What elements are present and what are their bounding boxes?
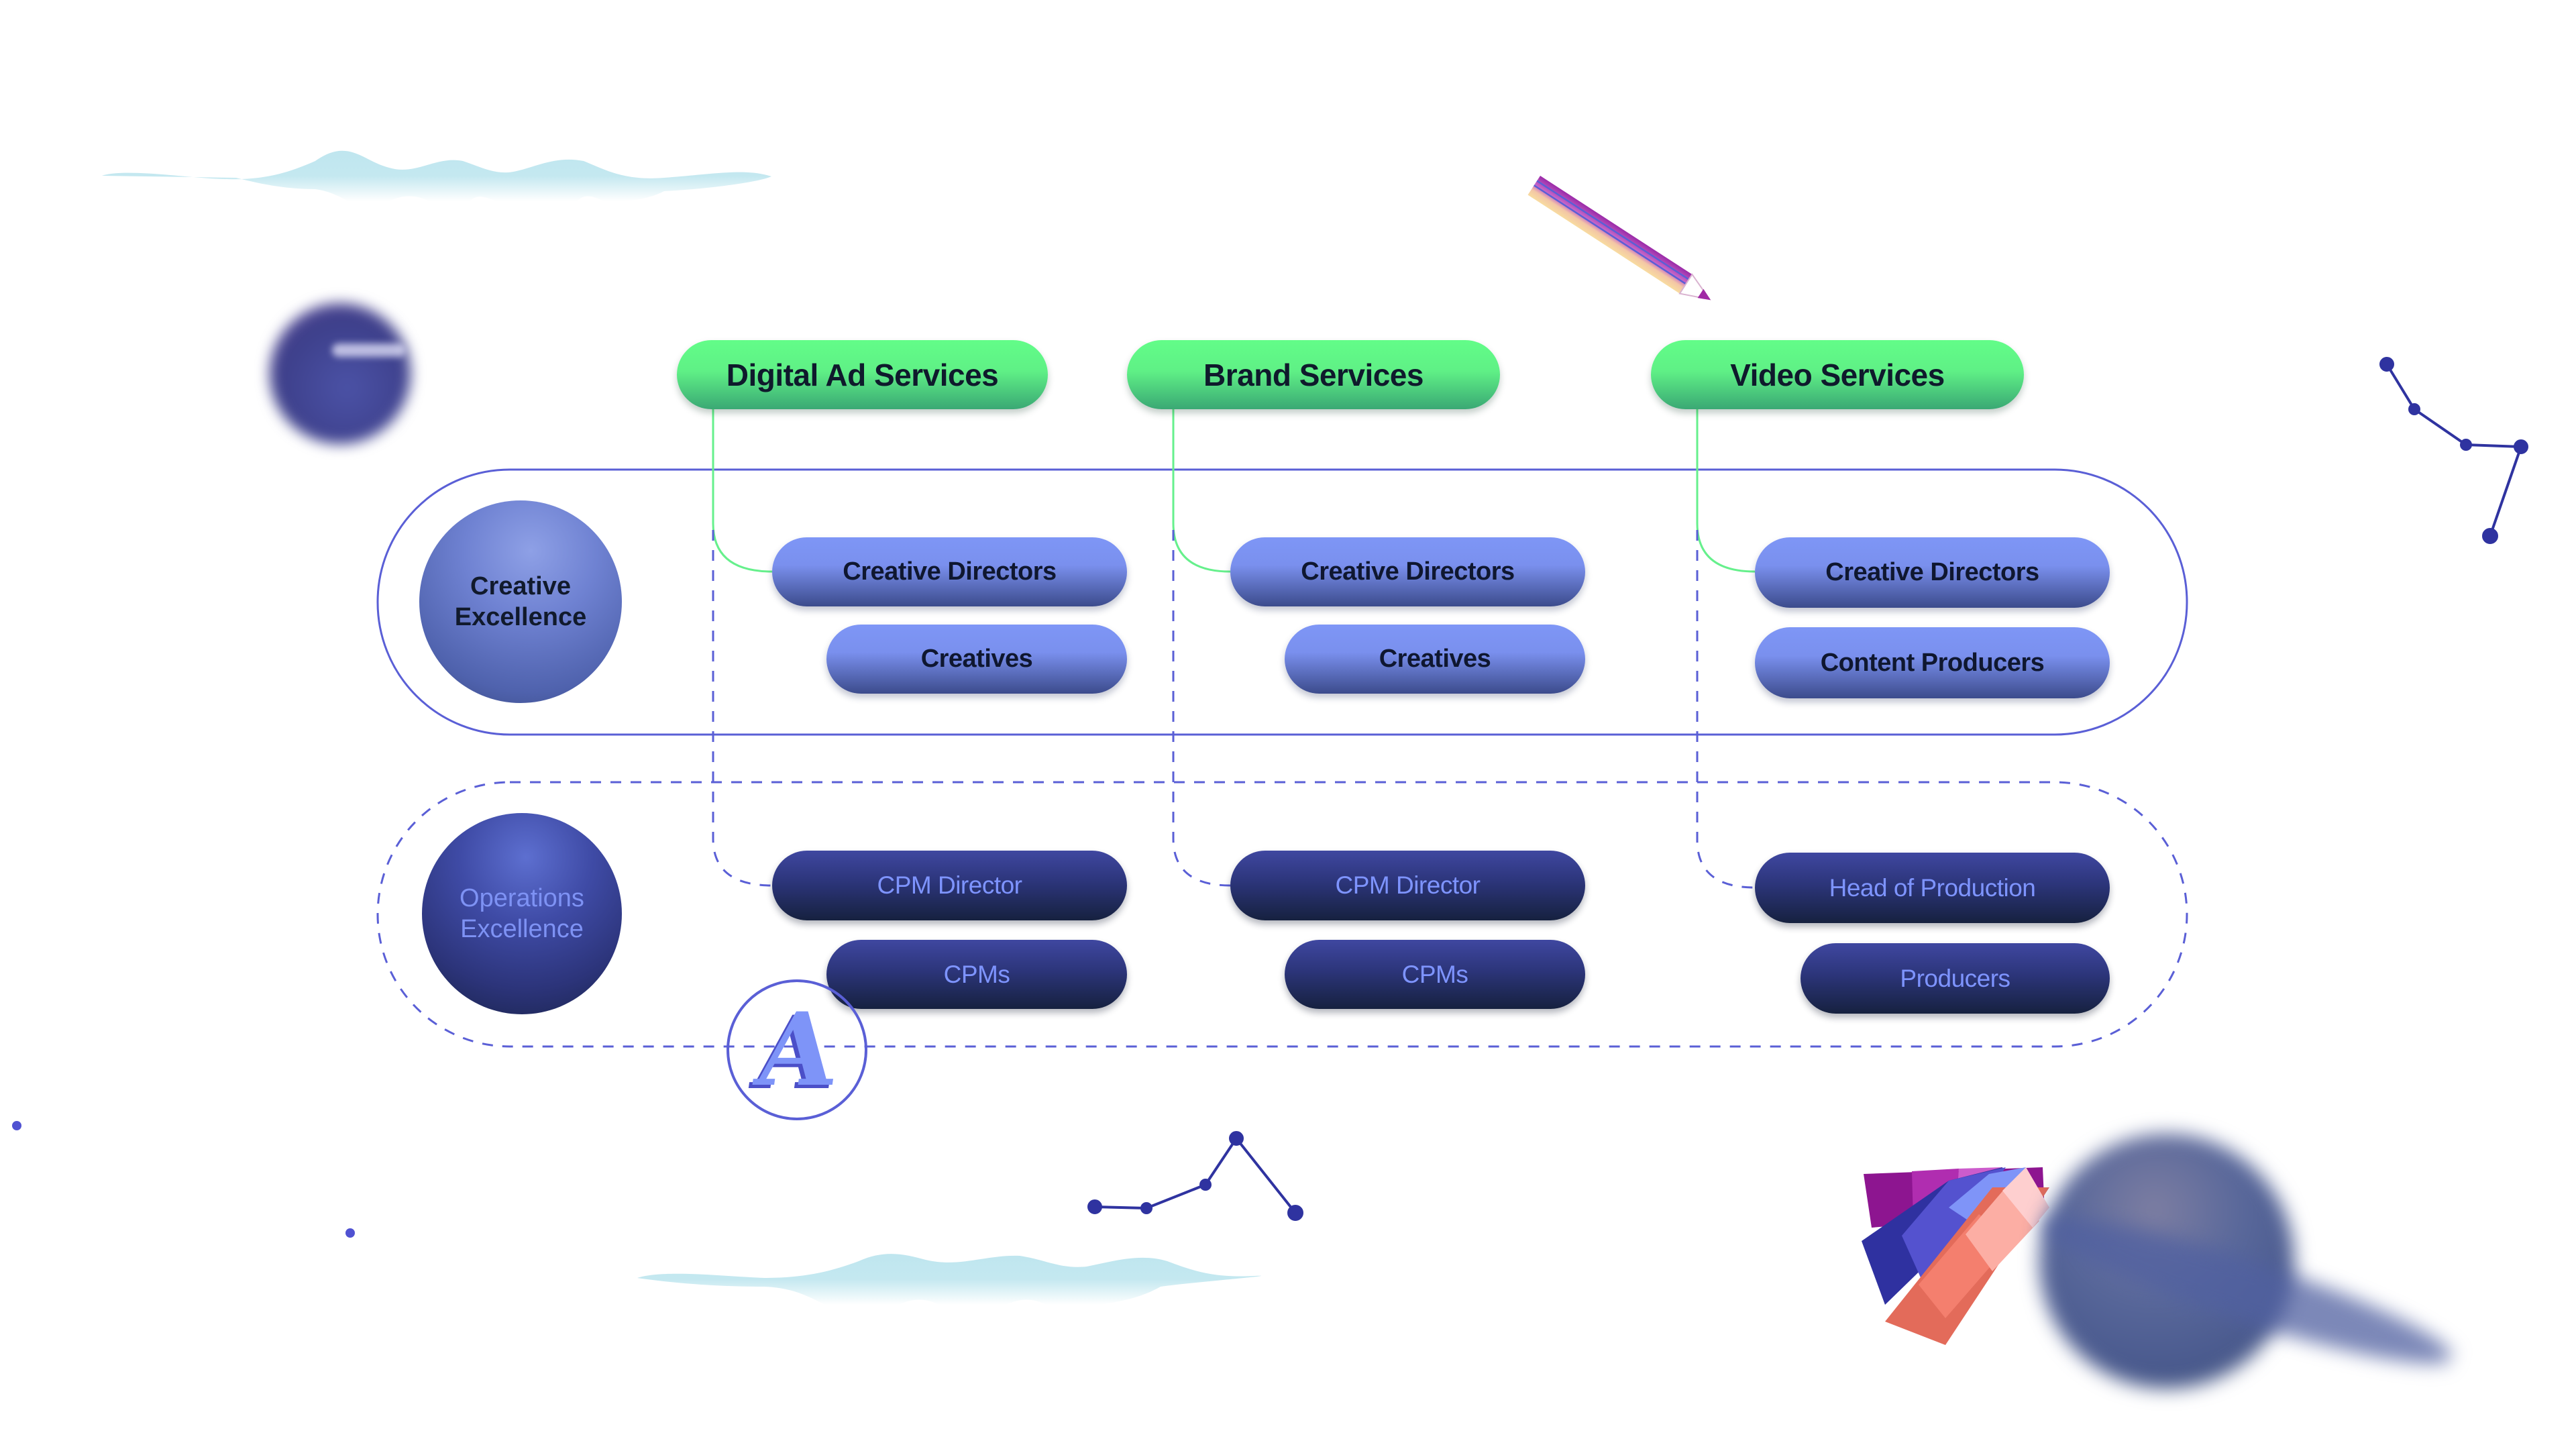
role-label: Creative Directors: [1825, 558, 2039, 586]
group-label: Operations: [460, 884, 584, 912]
role-label: CPMs: [1401, 960, 1468, 988]
connector-line: [712, 530, 773, 887]
role-head-of-production[interactable]: Head of Production: [1755, 853, 2110, 923]
cloud-icon: [637, 1254, 1262, 1305]
star-dot-icon: [12, 1121, 21, 1130]
pencil-icon: [1527, 176, 1711, 301]
font-badge-icon: A: [727, 979, 867, 1120]
group-label: Excellence: [460, 915, 584, 943]
group-label: Creative: [470, 572, 571, 600]
role-label: Content Producers: [1820, 648, 2045, 677]
constellation-icon: [2379, 357, 2528, 544]
connector-line: [1172, 530, 1231, 887]
role-content-producers[interactable]: Content Producers: [1755, 627, 2110, 698]
connector-line: [1172, 409, 1231, 573]
service-brand[interactable]: Brand Services: [1127, 340, 1500, 409]
role-label: CPMs: [943, 960, 1010, 988]
role-label: Creatives: [1379, 645, 1491, 673]
role-label: CPM Director: [877, 871, 1022, 899]
role-label: Creative Directors: [1301, 557, 1515, 586]
connector-line: [1696, 530, 1756, 889]
connector-line: [712, 409, 773, 573]
role-creative-directors[interactable]: Creative Directors: [772, 537, 1127, 606]
group-label: Excellence: [454, 603, 587, 631]
connector-line: [1696, 409, 1756, 573]
service-digital-ad[interactable]: Digital Ad Services: [677, 340, 1048, 409]
creative-group-outline: [376, 468, 2188, 736]
role-creatives[interactable]: Creatives: [826, 625, 1127, 694]
role-cpm-director[interactable]: CPM Director: [1230, 851, 1585, 920]
service-label: Video Services: [1730, 357, 1945, 392]
planet-icon: [270, 303, 411, 444]
role-creative-directors[interactable]: Creative Directors: [1230, 537, 1585, 606]
role-creative-directors[interactable]: Creative Directors: [1755, 537, 2110, 608]
operations-group-outline: [376, 781, 2188, 1048]
role-cpms[interactable]: CPMs: [826, 940, 1127, 1009]
planet-highlight: [332, 343, 406, 357]
role-label: CPM Director: [1335, 871, 1481, 899]
star-dot-icon: [345, 1228, 355, 1238]
service-video[interactable]: Video Services: [1651, 340, 2024, 409]
role-label: Creatives: [920, 645, 1033, 673]
constellation-icon: [1087, 1131, 1303, 1221]
role-cpms[interactable]: CPMs: [1285, 940, 1585, 1009]
role-cpm-director[interactable]: CPM Director: [772, 851, 1127, 920]
role-producers[interactable]: Producers: [1801, 943, 2110, 1014]
role-creatives[interactable]: Creatives: [1285, 625, 1585, 694]
cloud-icon: [102, 150, 771, 201]
color-palette-icon: [1862, 1167, 2049, 1345]
role-label: Producers: [1900, 964, 2010, 992]
role-label: Creative Directors: [843, 557, 1057, 586]
service-label: Brand Services: [1203, 357, 1424, 392]
service-label: Digital Ad Services: [726, 357, 999, 392]
role-label: Head of Production: [1829, 873, 2036, 902]
badge-letter: A: [749, 991, 845, 1109]
